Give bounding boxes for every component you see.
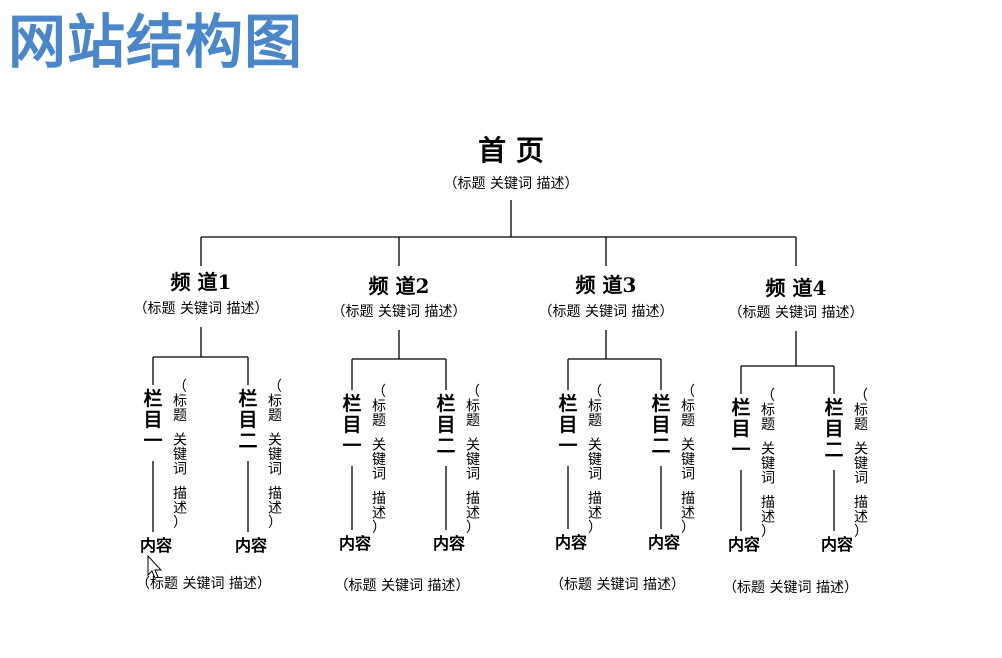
channel-3-meta: （标题 关键词 描述） (539, 304, 674, 320)
channel-2-content-1-title: 内容 (339, 534, 371, 553)
home-title: 首 页 (478, 134, 544, 167)
channel-1-column-2-meta: （标题关键词描述） (268, 379, 282, 531)
channel-4-title: 频 道4 (766, 276, 827, 300)
channel-4-content-2-title: 内容 (821, 535, 853, 554)
page-title: 网站结构图 (8, 8, 304, 76)
channel-3-column-2-meta: （标题关键词描述） (681, 384, 695, 536)
channel-4-column-1-title: 栏目一 (731, 396, 750, 461)
channel-1-column-2-title: 栏目二 (238, 387, 257, 452)
mouse-pointer-icon (147, 554, 163, 579)
channel-1-meta: （标题 关键词 描述） (134, 301, 269, 317)
channel-2-column-2-meta: （标题关键词描述） (466, 384, 480, 536)
channel-1-title: 频 道1 (171, 270, 232, 294)
channel-2-column-2-title: 栏目二 (436, 392, 455, 457)
channel-4-column-2-title: 栏目二 (824, 396, 843, 461)
channel-3-content-2-title: 内容 (648, 533, 680, 552)
channel-4-column-1-meta: （标题关键词描述） (761, 388, 775, 540)
channel-4-meta: （标题 关键词 描述） (729, 305, 864, 321)
channel-2-content-2-title: 内容 (433, 534, 465, 553)
channel-2-column-1-title: 栏目一 (342, 392, 361, 457)
channel-3-content-meta: （标题 关键词 描述） (550, 577, 685, 593)
channel-2-column-1-meta: （标题关键词描述） (372, 384, 386, 536)
channel-2-meta: （标题 关键词 描述） (332, 304, 467, 320)
channel-1-content-meta: （标题 关键词 描述） (136, 576, 271, 592)
channel-1-content-2-title: 内容 (235, 536, 267, 555)
channel-3-column-1-meta: （标题关键词描述） (588, 384, 602, 536)
channel-3-column-2-title: 栏目二 (651, 392, 670, 457)
channel-3-content-1-title: 内容 (555, 533, 587, 552)
channel-2-content-meta: （标题 关键词 描述） (335, 578, 470, 594)
channel-4-column-2-meta: （标题关键词描述） (854, 388, 868, 540)
channel-1-column-1-title: 栏目一 (143, 387, 162, 452)
channel-2-title: 频 道2 (369, 274, 430, 298)
channel-4-content-1-title: 内容 (728, 535, 760, 554)
channel-3-column-1-title: 栏目一 (558, 392, 577, 457)
home-meta: （标题 关键词 描述） (444, 176, 579, 192)
channel-4-content-meta: （标题 关键词 描述） (723, 580, 858, 596)
channel-1-content-1-title: 内容 (140, 536, 172, 555)
channel-1-column-1-meta: （标题关键词描述） (173, 379, 187, 531)
channel-3-title: 频 道3 (576, 273, 637, 297)
